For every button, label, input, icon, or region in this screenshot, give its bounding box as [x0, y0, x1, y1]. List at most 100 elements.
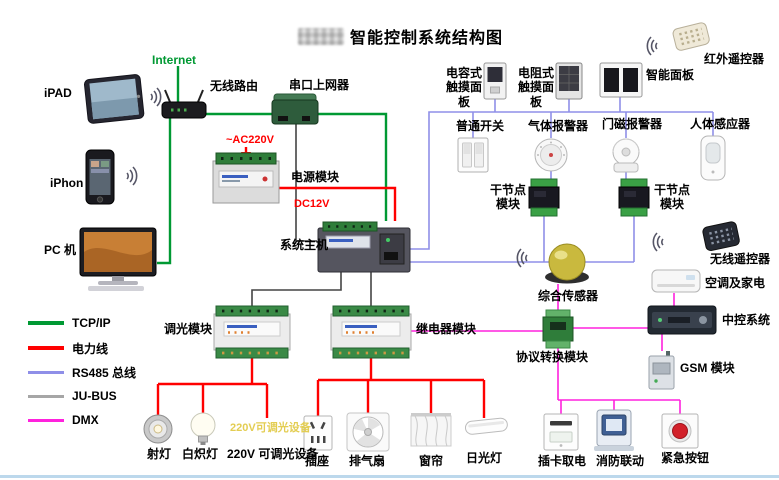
wire: [410, 111, 713, 250]
legend-item-dmx: DMX: [28, 413, 99, 427]
wire: [557, 348, 681, 414]
body-sensor-icon: [700, 135, 726, 181]
label-ir-remote: 红外遥控器: [704, 52, 765, 66]
label-protocol-module: 协议转换模块: [516, 350, 589, 364]
label-multi-sensor: 综合传感器: [538, 289, 599, 303]
power-lines: [156, 147, 486, 418]
serial-adapter-icon: [271, 93, 319, 125]
incandescent-lamp-icon: [190, 412, 216, 445]
legend-label: DMX: [72, 413, 99, 427]
legend-swatch: [28, 370, 64, 374]
dimmable-banner: 220V可调光设备: [230, 422, 311, 434]
page-title: 智能控制系统结构图: [298, 24, 503, 48]
wire: [279, 186, 397, 221]
label-fire-linkage: 消防联动: [596, 454, 645, 468]
label-dimmer-module: 调光模块: [164, 322, 213, 336]
wifi-icon: [516, 248, 528, 268]
dmx-lines: [411, 284, 681, 414]
title-text: 智能控制系统结构图: [350, 30, 504, 47]
label-gas-alarm: 气体报警器: [528, 119, 589, 133]
internet-label: Internet: [152, 53, 197, 67]
label-ipad: iPAD: [44, 86, 72, 100]
label-dimmable-device: 220V 可调光设备: [227, 447, 319, 461]
label-incandescent-lamp: 白炽灯: [182, 447, 219, 461]
wireless-router-icon: [161, 89, 207, 119]
dimmer-module-icon: [213, 305, 291, 359]
label-relay-module: 继电器模块: [416, 322, 477, 336]
legend-swatch: [28, 394, 64, 398]
label-iphone: iPhon: [50, 176, 84, 190]
ir-remote-icon: [672, 22, 710, 51]
label-system-host: 系统主机: [280, 238, 329, 252]
label-ac-appliances: 空调及家电: [705, 276, 766, 290]
fluorescent-lamp-icon: [464, 417, 508, 435]
label-fluorescent-lamp: 日光灯: [466, 451, 503, 465]
res-touch-panel-icon: [555, 62, 583, 100]
wire: [472, 112, 714, 138]
wire: [550, 171, 627, 179]
wifi-icon: [652, 232, 664, 252]
wire: [295, 124, 317, 242]
ac-appliance-icon: [651, 269, 701, 293]
dry-contact-left-icon: [528, 178, 560, 217]
label-normal-switch: 普通开关: [456, 119, 505, 133]
wire: [543, 216, 635, 262]
gsm-module-icon: [648, 351, 675, 390]
legend-item-powerline: 电力线: [28, 341, 108, 356]
ac220v-label: ~AC220V: [226, 134, 275, 146]
protocol-module-icon: [542, 309, 574, 349]
label-res-touch-panel: 电阻式 触摸面板: [517, 66, 554, 109]
redacted-logo: [298, 27, 344, 45]
label-dry-contact-right: 干节点 模块: [653, 183, 690, 212]
label-smart-panel: 智能面板: [646, 68, 695, 82]
normal-switch-icon: [457, 137, 489, 173]
label-exhaust-fan: 排气扇: [349, 454, 386, 468]
legend-item-jubus: JU-BUS: [28, 389, 117, 403]
wire: [251, 272, 342, 306]
door-alarm-icon: [612, 138, 640, 173]
pc-icon: [79, 227, 157, 291]
exhaust-fan-icon: [346, 412, 390, 452]
dry-contact-right-icon: [618, 178, 650, 217]
tcpip-lines: [157, 66, 388, 265]
label-wireless-router: 无线路由: [210, 79, 259, 93]
smart-panel-icon: [599, 62, 643, 98]
wire: [206, 112, 388, 221]
legend-label: RS485 总线: [72, 365, 137, 380]
gas-alarm-icon: [534, 138, 568, 172]
system-host-icon: [317, 221, 411, 273]
label-gsm-module: GSM 模块: [680, 361, 735, 375]
label-door-alarm: 门磁报警器: [602, 117, 663, 131]
curtain-icon: [410, 413, 452, 447]
label-curtain: 窗帘: [419, 454, 444, 468]
legend-label: TCP/IP: [72, 316, 111, 330]
label-body-sensor: 人体感应器: [690, 117, 751, 131]
label-power-module: 电源模块: [291, 170, 340, 184]
bottom-border: [0, 475, 779, 478]
legend-swatch: [28, 418, 64, 422]
wifi-icon: [150, 87, 162, 107]
emergency-button-icon: [661, 413, 699, 449]
label-pc: PC 机: [44, 243, 77, 257]
label-emergency-button: 紧急按钮: [661, 451, 710, 465]
ipad-icon: [83, 74, 145, 124]
cap-touch-panel-icon: [483, 62, 507, 100]
legend-swatch: [28, 321, 64, 325]
wire: [494, 97, 621, 112]
fire-linkage-icon: [594, 409, 634, 451]
label-socket: 插座: [305, 454, 330, 468]
label-dry-contact-left: 干节点 模块: [489, 183, 526, 212]
power-module-icon: [212, 152, 280, 204]
rs485-lines: [410, 97, 714, 263]
dc12v-label: DC12V: [294, 198, 330, 210]
jubus-lines: [251, 124, 372, 306]
legend-item-tcpip: TCP/IP: [28, 316, 111, 330]
label-spotlight: 射灯: [147, 447, 172, 461]
label-cap-touch-panel: 电容式 触摸面板: [445, 66, 482, 109]
central-control-icon: [647, 305, 717, 335]
wire: [156, 358, 269, 418]
label-central-control: 中控系统: [722, 313, 771, 327]
legend-item-rs485: RS485 总线: [28, 365, 137, 380]
